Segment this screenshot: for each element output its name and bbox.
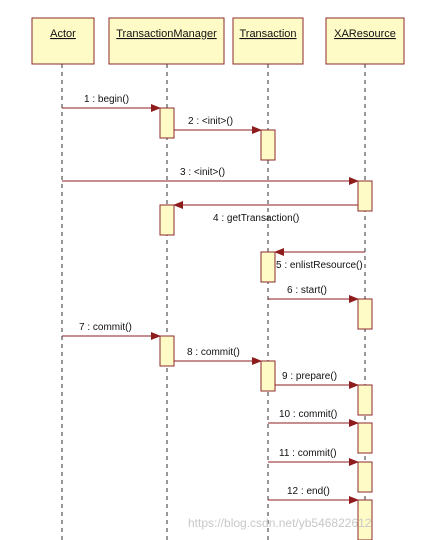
activation-xaresource-commit-10: [357, 422, 373, 454]
message-5-label: 5 : enlistResource(): [276, 260, 363, 271]
message-12: 12 : end(): [268, 486, 359, 504]
message-11: 11 : commit(): [268, 448, 359, 466]
activation-transaction-manager-commit: [159, 335, 175, 367]
activation-xaresource-init: [357, 180, 373, 212]
activation-transaction-init: [260, 129, 276, 161]
activation-xaresource-prepare: [357, 384, 373, 416]
activation-xaresource-start: [357, 298, 373, 330]
message-1: 1 : begin(): [62, 94, 161, 112]
activation-xaresource-commit-11: [357, 461, 373, 493]
message-10-label: 10 : commit(): [279, 409, 337, 420]
message-7-label: 7 : commit(): [79, 322, 132, 333]
message-1-label: 1 : begin(): [84, 94, 129, 105]
message-3-label: 3 : <init>(): [180, 167, 225, 178]
activation-transaction-manager-begin: [159, 107, 175, 139]
message-8: 8 : commit(): [174, 347, 262, 365]
activation-transaction-commit: [260, 360, 276, 392]
lifeline-transaction-label: Transaction: [239, 28, 296, 40]
lifeline-transaction-manager: TransactionManager: [108, 17, 225, 65]
message-7: 7 : commit(): [62, 322, 161, 340]
watermark-text: https://blog.csdn.net/yb546822612: [188, 516, 372, 530]
activation-transaction-enlist: [260, 251, 276, 283]
message-8-label: 8 : commit(): [187, 347, 240, 358]
message-2: 2 : <init>(): [174, 116, 262, 134]
message-11-label: 11 : commit(): [279, 448, 337, 459]
lifeline-transaction-manager-label: TransactionManager: [116, 28, 217, 40]
message-9: 9 : prepare(): [275, 371, 359, 389]
message-5: 5 : enlistResource(): [274, 248, 365, 271]
message-6-label: 6 : start(): [287, 285, 327, 296]
message-2-label: 2 : <init>(): [188, 116, 233, 127]
message-4: 4 : getTransaction(): [173, 201, 358, 224]
message-12-label: 12 : end(): [287, 486, 330, 497]
lifeline-xaresource: XAResource: [325, 17, 405, 65]
message-3: 3 : <init>(): [62, 167, 359, 185]
activation-xaresource-end: [357, 499, 373, 540]
message-6: 6 : start(): [268, 285, 359, 303]
message-4-label: 4 : getTransaction(): [213, 213, 299, 224]
lifeline-actor-label: Actor: [50, 28, 76, 40]
message-9-label: 9 : prepare(): [282, 371, 337, 382]
lifeline-actor: Actor: [31, 17, 95, 65]
lifeline-transaction: Transaction: [232, 17, 304, 65]
message-10: 10 : commit(): [268, 409, 359, 427]
lifeline-xaresource-label: XAResource: [334, 28, 396, 40]
activation-transaction-manager-get: [159, 204, 175, 236]
